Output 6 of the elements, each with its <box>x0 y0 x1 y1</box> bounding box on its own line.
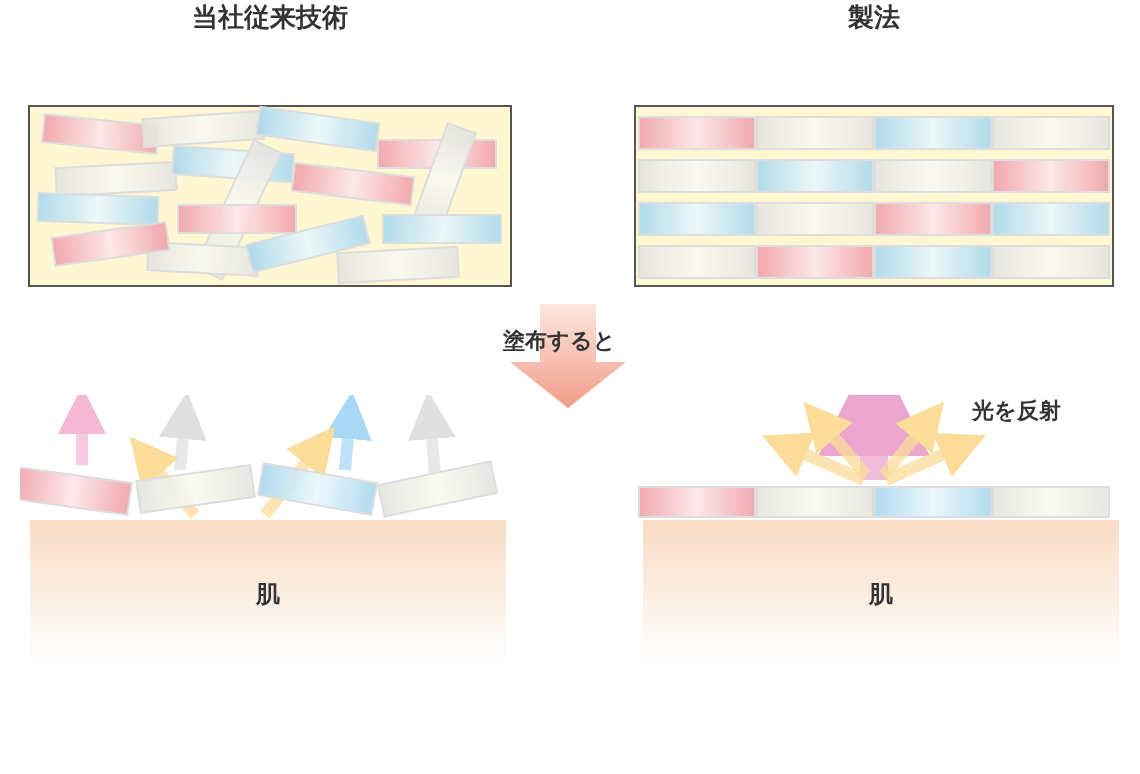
panel-heading: 製法 <box>847 1 901 34</box>
annotation-text: 塗布すると <box>503 327 616 355</box>
skin-label: 肌 <box>256 579 280 610</box>
panel-heading: 当社従来技術 <box>191 1 349 34</box>
skin-label: 肌 <box>869 579 893 610</box>
annotation-text: 光を反射 <box>972 397 1061 425</box>
